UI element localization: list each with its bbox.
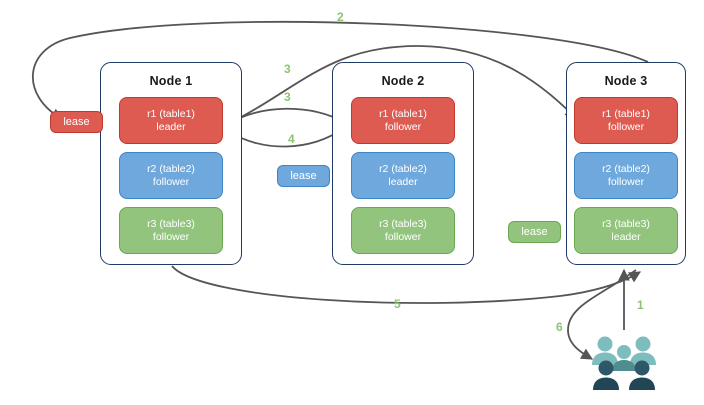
node-container-3[interactable]: Node 3 r1 (table1) follower r2 (table2) … bbox=[566, 62, 686, 265]
edge-5-path bbox=[171, 265, 642, 304]
replica-n2-r1-name: r1 (table1) bbox=[379, 107, 427, 120]
node-title-2: Node 2 bbox=[381, 74, 425, 88]
replica-n1-r3-role: follower bbox=[152, 230, 190, 243]
edge-3-short-path bbox=[227, 107, 346, 125]
replica-n3-r1[interactable]: r1 (table1) follower bbox=[574, 97, 678, 144]
replica-n2-r1-role: follower bbox=[384, 120, 422, 133]
replica-n1-r1-name: r1 (table1) bbox=[147, 107, 195, 120]
node-container-1[interactable]: Node 1 r1 (table1) leader r2 (table2) fo… bbox=[100, 62, 242, 265]
edge-label-6: 6 bbox=[556, 320, 563, 334]
node-title-3: Node 3 bbox=[604, 74, 648, 88]
users-icon bbox=[592, 336, 656, 390]
replica-n2-r3[interactable]: r3 (table3) follower bbox=[351, 207, 455, 254]
replica-n1-r2-name: r2 (table2) bbox=[147, 162, 195, 175]
replica-n3-r2[interactable]: r2 (table2) follower bbox=[574, 152, 678, 199]
edge-label-3-short: 3 bbox=[284, 90, 291, 104]
replica-n3-r3[interactable]: r3 (table3) leader bbox=[574, 207, 678, 254]
replica-n1-r2-role: follower bbox=[152, 175, 190, 188]
edge-label-4: 4 bbox=[288, 132, 295, 146]
replica-n2-r1[interactable]: r1 (table1) follower bbox=[351, 97, 455, 144]
node-container-2[interactable]: Node 2 r1 (table1) follower r2 (table2) … bbox=[332, 62, 474, 265]
lease-chip-blue[interactable]: lease bbox=[277, 165, 330, 187]
edge-label-3-long: 3 bbox=[284, 62, 291, 76]
node-title-1: Node 1 bbox=[149, 74, 193, 88]
replica-n2-r2-name: r2 (table2) bbox=[379, 162, 427, 175]
replica-n3-r1-name: r1 (table1) bbox=[602, 107, 650, 120]
replica-n1-r3-name: r3 (table3) bbox=[147, 217, 195, 230]
replica-n1-r1[interactable]: r1 (table1) leader bbox=[119, 97, 223, 144]
replica-n2-r2[interactable]: r2 (table2) leader bbox=[351, 152, 455, 199]
replica-n2-r3-name: r3 (table3) bbox=[379, 217, 427, 230]
replica-n3-r1-role: follower bbox=[607, 120, 645, 133]
replica-n3-r2-name: r2 (table2) bbox=[602, 162, 650, 175]
lease-chip-red[interactable]: lease bbox=[50, 111, 103, 133]
edge-label-2: 2 bbox=[337, 10, 344, 24]
lease-chip-green[interactable]: lease bbox=[508, 221, 561, 243]
replica-n2-r3-role: follower bbox=[384, 230, 422, 243]
replica-n3-r2-role: follower bbox=[607, 175, 645, 188]
replica-n3-r3-role: leader bbox=[611, 230, 641, 243]
replica-n2-r2-role: leader bbox=[388, 175, 418, 188]
replica-n1-r1-role: leader bbox=[156, 120, 186, 133]
replica-n1-r3[interactable]: r3 (table3) follower bbox=[119, 207, 223, 254]
edge-label-1: 1 bbox=[637, 298, 644, 312]
replica-n1-r2[interactable]: r2 (table2) follower bbox=[119, 152, 223, 199]
edge-4-path bbox=[229, 127, 345, 148]
replica-n3-r3-name: r3 (table3) bbox=[602, 217, 650, 230]
edge-label-5: 5 bbox=[394, 297, 401, 311]
